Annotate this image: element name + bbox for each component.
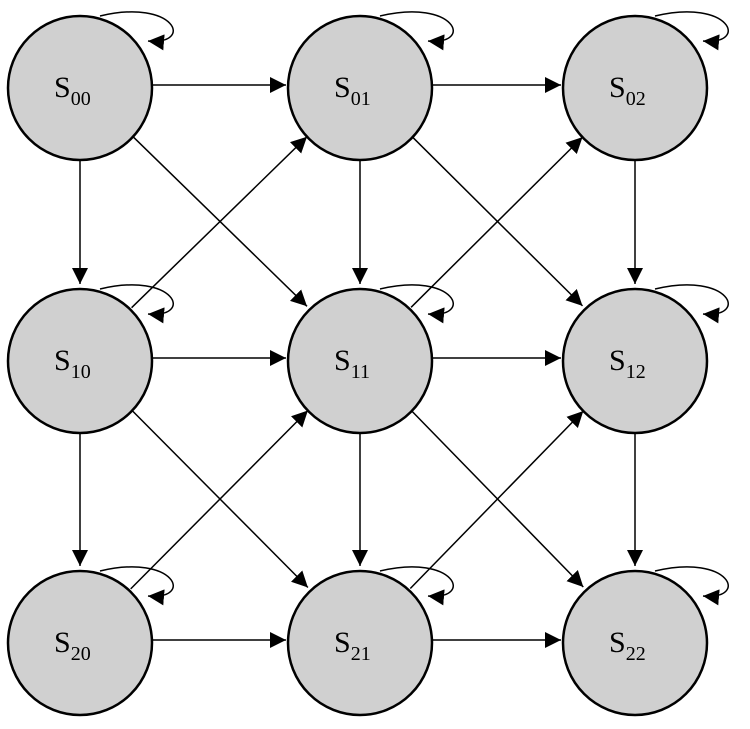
state-circle-s10 [6, 287, 154, 435]
state-label-s10: S10 [54, 344, 91, 383]
self-loop-arrows [99, 11, 730, 606]
transition-s21-to-s12 [409, 410, 584, 590]
self-loop-s21 [379, 566, 455, 606]
state-circle-s22 [561, 569, 709, 717]
state-node-s11: S11 [286, 287, 434, 435]
state-symbol: S [54, 626, 71, 659]
transition-s10-to-s21 [130, 408, 309, 589]
state-circle-s21 [286, 569, 434, 717]
transition-s01-to-s12 [410, 135, 584, 307]
state-circle-s12 [561, 287, 709, 435]
state-label-s01: S01 [334, 71, 371, 110]
state-node-s00: S00 [6, 14, 154, 162]
self-loop-s22 [654, 566, 730, 606]
state-symbol: S [54, 344, 71, 377]
transition-s11-to-s02 [410, 136, 584, 308]
transition-arrows [72, 77, 643, 648]
state-label-s12: S12 [609, 344, 646, 383]
state-node-s21: S21 [286, 569, 434, 717]
state-symbol: S [609, 71, 626, 104]
self-loop-s20 [99, 566, 175, 606]
state-circle-s00 [6, 14, 154, 162]
state-label-s20: S20 [54, 626, 91, 665]
state-symbol: S [334, 71, 351, 104]
state-node-s02: S02 [561, 14, 709, 162]
state-subscript: 21 [351, 643, 371, 665]
state-symbol: S [54, 71, 71, 104]
state-node-s20: S20 [6, 569, 154, 717]
state-subscript: 22 [626, 643, 646, 665]
self-loop-s12 [654, 284, 730, 324]
state-label-s00: S00 [54, 71, 91, 110]
state-symbol: S [609, 626, 626, 659]
state-symbol: S [334, 626, 351, 659]
state-subscript: 10 [71, 361, 91, 383]
state-node-s01: S01 [286, 14, 434, 162]
state-subscript: 01 [351, 88, 371, 110]
transition-s00-to-s11 [131, 134, 308, 307]
state-circle-s11 [286, 287, 434, 435]
state-symbol: S [609, 344, 626, 377]
self-loop-s01 [379, 11, 455, 51]
state-circle-s20 [6, 569, 154, 717]
state-subscript: 11 [351, 361, 370, 383]
state-subscript: 12 [626, 361, 646, 383]
state-label-s02: S02 [609, 71, 646, 110]
transition-s10-to-s01 [131, 136, 308, 309]
state-label-s21: S21 [334, 626, 371, 665]
state-label-s22: S22 [609, 626, 646, 665]
transition-s20-to-s11 [130, 409, 309, 590]
transition-s11-to-s22 [409, 408, 584, 588]
self-loop-s00 [99, 11, 175, 51]
state-node-s12: S12 [561, 287, 709, 435]
state-node-s22: S22 [561, 569, 709, 717]
state-node-s10: S10 [6, 287, 154, 435]
self-loop-s02 [654, 11, 730, 51]
state-subscript: 02 [626, 88, 646, 110]
state-subscript: 00 [71, 88, 91, 110]
self-loop-s10 [99, 284, 175, 324]
state-symbol: S [334, 344, 351, 377]
state-circle-s01 [286, 14, 434, 162]
state-circle-s02 [561, 14, 709, 162]
state-subscript: 20 [71, 643, 91, 665]
state-label-s11: S11 [334, 344, 370, 383]
self-loop-s11 [379, 284, 455, 324]
